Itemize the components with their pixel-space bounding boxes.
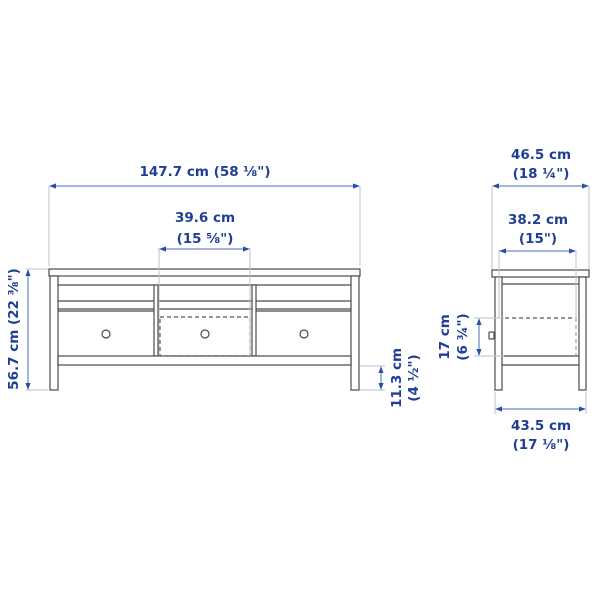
top-board bbox=[48, 268, 361, 277]
depth-label-in: (18 ¼") bbox=[513, 166, 570, 182]
height-label: 56.7 cm (22 ⅜") bbox=[6, 268, 22, 390]
depth-label-cm: 46.5 cm bbox=[511, 147, 571, 163]
bottom-rail bbox=[57, 355, 352, 366]
drawer-height-label-cm: 17 cm bbox=[437, 314, 453, 360]
leg-left bbox=[49, 275, 59, 391]
divider-right bbox=[251, 284, 257, 357]
drawer-width-label-cm: 39.6 cm bbox=[175, 210, 235, 226]
frame-depth-label-cm: 43.5 cm bbox=[511, 418, 571, 434]
width-label: 147.7 cm (58 ⅛") bbox=[139, 164, 270, 180]
drawer-height-label-in: (6 ¾") bbox=[455, 313, 471, 360]
frame-depth-label-in: (17 ⅛") bbox=[513, 437, 570, 453]
drawer-knob-middle bbox=[200, 329, 210, 339]
clearance-label-cm: 11.3 cm bbox=[389, 348, 405, 408]
tv-bench-front bbox=[48, 268, 361, 391]
drawer-depth-label-cm: 38.2 cm bbox=[508, 212, 568, 228]
drawer-middle-outline bbox=[159, 316, 251, 357]
drawer-width-label-in: (15 ⅝") bbox=[177, 231, 234, 247]
leg-right bbox=[350, 275, 360, 391]
clearance-label-in: (4 ½") bbox=[406, 354, 422, 401]
drawer-knob-left bbox=[101, 329, 111, 339]
front-view: 147.7 cm (58 ⅛") 39.6 cm (15 ⅝") 56.7 cm… bbox=[6, 164, 422, 408]
side-leg-back bbox=[578, 276, 587, 391]
side-top-board bbox=[491, 269, 590, 278]
drawer-depth-label-in: (15") bbox=[519, 231, 557, 247]
side-view: 46.5 cm (18 ¼") 38.2 cm (15") 17 cm (6 ¾… bbox=[437, 147, 590, 453]
side-drawer-knob bbox=[488, 331, 495, 340]
divider-left bbox=[153, 284, 159, 357]
drawer-knob-right bbox=[299, 329, 309, 339]
tv-bench-side bbox=[488, 269, 590, 391]
